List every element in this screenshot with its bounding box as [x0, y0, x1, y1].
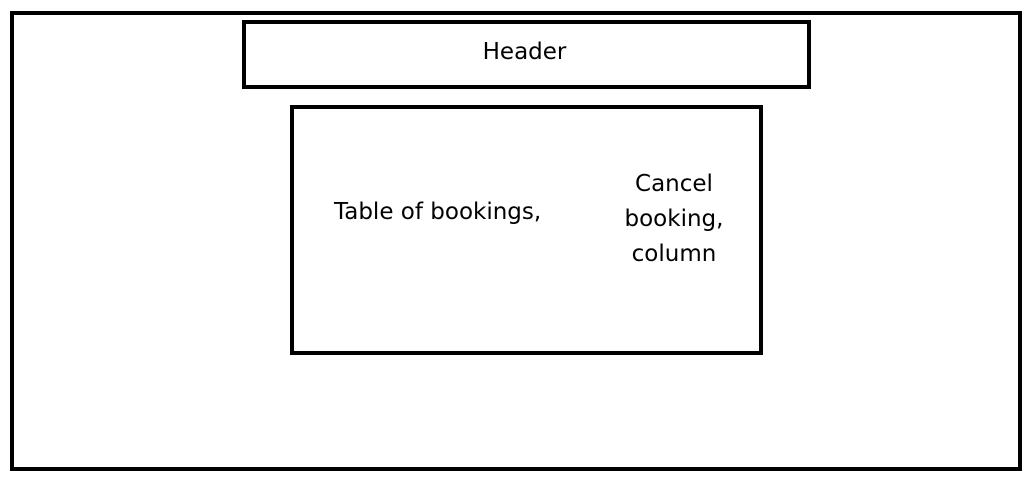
page-frame [10, 11, 1022, 471]
bookings-table-placeholder: Table of bookings, [334, 199, 542, 225]
header: Header [242, 20, 811, 89]
cancel-booking-column-placeholder: Cancel booking, column [594, 167, 754, 272]
bookings-panel: Table of bookings, Cancel booking, colum… [290, 105, 763, 355]
cancel-column-line-1: Cancel [635, 171, 713, 197]
cancel-column-line-3: column [631, 241, 717, 267]
header-label: Header [482, 39, 567, 65]
cancel-column-line-2: booking, [624, 206, 724, 232]
